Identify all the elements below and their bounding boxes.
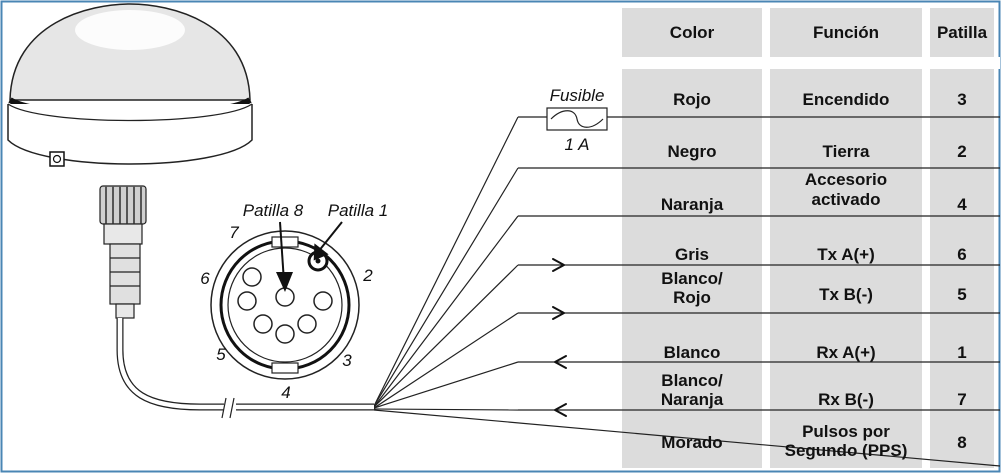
color-cell: Rojo [673, 90, 711, 109]
pin-6-hole [237, 291, 257, 311]
color-cell-line-2: Rojo [673, 288, 711, 307]
table-row-5: Blanco/ Rojo Tx B(-) 5 [661, 269, 966, 307]
function-cell: Rx B(-) [818, 390, 874, 409]
connector-face-icon [210, 221, 360, 380]
antenna-icon [7, 3, 253, 167]
function-cell: Tx A(+) [817, 245, 874, 264]
pin-cell: 3 [957, 90, 966, 109]
pin-cell: 7 [957, 390, 966, 409]
color-cell: Gris [675, 245, 709, 264]
pin-number-2: 2 [362, 266, 373, 285]
color-cell: Blanco [664, 343, 721, 362]
function-cell: Rx A(+) [816, 343, 875, 362]
row-line-8 [373, 409, 1001, 467]
pin-1-label: Patilla 1 [328, 201, 388, 220]
table-row-8: Morado Pulsos por Segundo (PPS) 8 [661, 422, 966, 460]
arrow-out-tx-b [552, 306, 565, 320]
pin-cell: 2 [957, 142, 966, 161]
header-pin: Patilla [937, 23, 988, 42]
pin-cell: 8 [957, 433, 966, 452]
fan-out-wires [373, 116, 519, 411]
color-cell-line-1: Blanco/ [661, 371, 723, 390]
table-row-3: Naranja Accesorio activado 4 [661, 170, 967, 214]
pin-number-3: 3 [342, 351, 352, 370]
table-row-6: Blanco Rx A(+) 1 [664, 343, 967, 362]
pin-8-label: Patilla 8 [243, 201, 304, 220]
table-row-7: Blanco/ Naranja Rx B(-) 7 [661, 371, 967, 409]
function-cell-line-1: Accesorio [805, 170, 887, 189]
pin-number-5: 5 [216, 345, 226, 364]
pin-cell: 5 [957, 285, 966, 304]
color-cell: Morado [661, 433, 722, 452]
pin-2-hole [313, 291, 333, 311]
table-row-4: Gris Tx A(+) 6 [675, 245, 967, 264]
table-row-2: Negro Tierra 2 [667, 142, 966, 161]
fuse-label: Fusible [550, 86, 605, 105]
function-cell: Encendido [803, 90, 890, 109]
color-cell-line-1: Blanco/ [661, 269, 723, 288]
pin-cell: 4 [957, 195, 967, 214]
pin-7-hole [242, 267, 262, 287]
function-cell: Tierra [823, 142, 870, 161]
color-cell: Naranja [661, 195, 724, 214]
color-cell: Negro [667, 142, 716, 161]
pin-cell: 1 [957, 343, 966, 362]
header-separator [610, 57, 1000, 69]
arrow-in-rx-b [554, 403, 567, 417]
fuse-symbol [550, 110, 604, 128]
pin-4-hole [275, 324, 295, 344]
function-cell-line-2: Segundo (PPS) [785, 441, 908, 460]
arrow-out-tx-a [552, 258, 565, 272]
pin-number-4: 4 [281, 383, 290, 402]
cable-plug-icon [99, 185, 147, 319]
header-function: Función [813, 23, 879, 42]
pin-column-bg [930, 8, 994, 468]
pin-number-6: 6 [200, 269, 210, 288]
fuse-rating: 1 A [565, 135, 590, 154]
cable [116, 318, 374, 419]
arrow-in-rx-a [554, 355, 567, 369]
function-cell: Tx B(-) [819, 285, 873, 304]
header-color: Color [670, 23, 715, 42]
pin-number-7: 7 [229, 223, 239, 242]
function-cell-line-1: Pulsos por [802, 422, 890, 441]
color-column-bg [622, 8, 762, 468]
pin-cell: 6 [957, 245, 966, 264]
function-cell-line-2: activado [812, 190, 881, 209]
pin-5-hole [253, 314, 273, 334]
pin-3-hole [297, 314, 317, 334]
table-row-1: Rojo Encendido 3 [673, 90, 967, 109]
color-cell-line-2: Naranja [661, 390, 724, 409]
function-column-bg [770, 8, 922, 468]
